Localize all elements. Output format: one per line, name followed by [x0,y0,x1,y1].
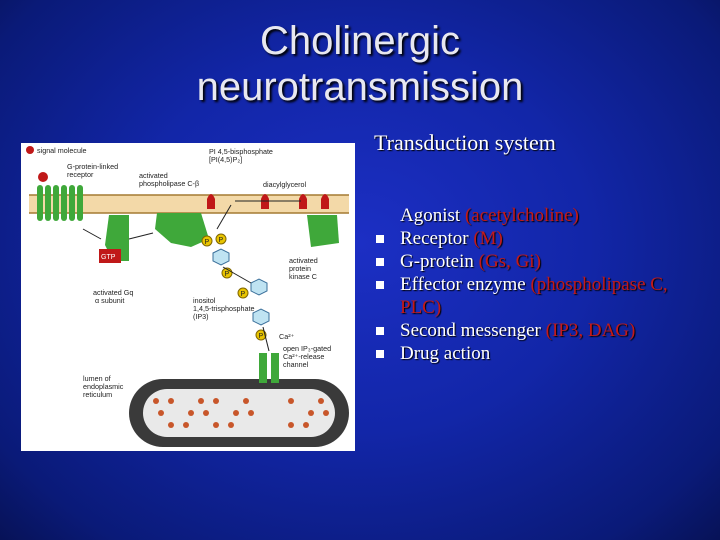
calcium-dot [213,422,219,428]
bullet-square-icon [376,235,384,243]
label-act-1: activated [139,171,168,180]
phospholipase-c-shape [155,213,209,247]
item-detail: (IP3, DAG) [545,320,636,341]
item-detail: (Gs, Gi) [478,251,541,272]
calcium-dots [153,398,329,428]
svg-text:P: P [205,239,210,246]
list-item: Second messenger (IP3, DAG) [372,319,712,342]
calcium-dot [288,398,294,404]
svg-text:P: P [219,237,224,244]
receptor-shape [37,172,83,221]
label-pi-2: [PI(4,5)P₂] [209,155,242,164]
label-ch-1: open IP₃-gated [283,344,331,353]
label-ip-3: (IP3) [193,312,209,321]
calcium-dot [203,410,209,416]
label-er-1: lumen of [83,374,111,383]
label-act-2: phospholipase C-β [139,179,199,188]
bullet-list: Agonist (acetylcholine) Receptor (M) G-p… [372,204,712,365]
label-pkc-3: kinase C [289,272,317,281]
transduction-diagram: signal molecule G-protein-linked recepto… [21,143,355,451]
list-item: Agonist (acetylcholine) [372,204,712,227]
label-gtp: GTP [101,254,116,261]
list-item: G-protein (Gs, Gi) [372,250,712,273]
er-shape [129,353,349,447]
g-protein-shape: GTP [99,215,129,263]
calcium-dot [168,398,174,404]
label-gpcr-2: receptor [67,170,94,179]
label-ca: Ca²⁺ [279,332,295,341]
item-text: G-protein [400,251,479,272]
slide-title: Cholinergic neurotransmission [0,18,720,110]
list-item: Drug action [372,342,712,365]
calcium-dot [233,410,239,416]
item-text: Second messenger [400,320,546,341]
label-gq-2: α subunit [95,296,124,305]
label-er-2: endoplasmic [83,382,124,391]
label-pkc-1: activated [289,256,318,265]
signal-molecule-icon [26,146,34,154]
label-gpcr-1: G-protein-linked [67,162,118,171]
calcium-dot [228,422,234,428]
title-line-1: Cholinergic [259,19,461,63]
pathway-arrows [82,200,301,352]
label-dag: diacylglycerol [263,180,307,189]
item-text: Agonist [400,205,465,226]
item-detail: (phospholipase C, PLC) [400,274,668,318]
calcium-dot [308,410,314,416]
item-text: Receptor [400,228,474,249]
diagram-svg: signal molecule G-protein-linked recepto… [26,146,349,447]
label-ip-2: 1,4,5-trisphosphate [193,304,255,313]
pkc-shape [307,215,339,247]
calcium-dot [153,398,159,404]
calcium-dot [248,410,254,416]
label-ip-1: inositol [193,296,216,305]
slide-subtitle: Transduction system [374,130,556,155]
calcium-dot [213,398,219,404]
calcium-dot [318,398,324,404]
bullet-square-icon [376,258,384,266]
label-ch-3: channel [283,360,309,369]
item-detail: (M) [473,228,503,249]
calcium-dot [243,398,249,404]
calcium-dot [198,398,204,404]
label-ch-2: Ca²⁺-release [283,352,324,361]
calcium-dot [168,422,174,428]
ip3-molecules: P P P P P [201,233,270,341]
calcium-dot [183,422,189,428]
bullet-square-icon [376,350,384,358]
calcium-dot [323,410,329,416]
label-signal: signal molecule [37,146,87,155]
calcium-dot [303,422,309,428]
calcium-dot [288,422,294,428]
item-text: Drug action [400,343,491,364]
label-pkc-2: protein [289,264,311,273]
bullet-square-icon [376,281,384,289]
label-er-3: reticulum [83,390,112,399]
svg-text:P: P [241,291,246,298]
list-item: Effector enzyme (phospholipase C, PLC) [372,273,712,319]
calcium-dot [188,410,194,416]
title-line-2: neurotransmission [196,65,524,109]
bullet-square-icon [376,327,384,335]
item-detail: (acetylcholine) [464,205,579,226]
calcium-dot [158,410,164,416]
item-text: Effector enzyme [400,274,531,295]
svg-text:P: P [225,271,230,278]
list-item: Receptor (M) [372,227,712,250]
svg-text:P: P [259,333,264,340]
label-gq-1: activated Gq [93,288,133,297]
label-pi-1: PI 4,5-bisphosphate [209,147,273,156]
